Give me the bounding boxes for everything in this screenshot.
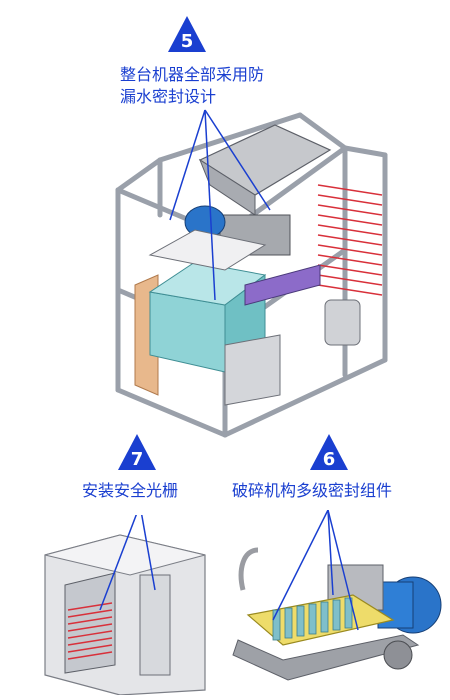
callout-6-line-1: 破碎机构多级密封组件 bbox=[232, 481, 393, 500]
callout-7-line-1: 安装安全光栅 bbox=[82, 481, 179, 500]
water-tank bbox=[149, 291, 226, 373]
callout-6-badge: 6 bbox=[310, 434, 348, 470]
shredder-seal-assembly-illustration bbox=[232, 510, 442, 681]
callout-5-number: 5 bbox=[181, 31, 194, 52]
callout-7-number: 7 bbox=[131, 449, 144, 470]
safety-light-curtain-illustration bbox=[44, 515, 206, 695]
callout-7-text: 安装安全光栅 bbox=[82, 480, 178, 502]
machine-overview-illustration bbox=[115, 109, 388, 438]
red-light-curtain bbox=[317, 184, 383, 296]
callout-7-badge: 7 bbox=[118, 434, 156, 470]
callout-5-text: 整台机器全部采用防 漏水密封设计 bbox=[120, 64, 264, 108]
callout-6-text: 破碎机构多级密封组件 bbox=[232, 480, 392, 502]
callout-6-number: 6 bbox=[323, 449, 336, 470]
control-box bbox=[224, 334, 281, 406]
callout-5-line-1: 整台机器全部采用防 bbox=[120, 65, 265, 84]
callout-5-line-2: 漏水密封设计 bbox=[120, 87, 217, 106]
callout-5-pointers bbox=[169, 109, 271, 301]
callout-5-badge: 5 bbox=[168, 16, 206, 52]
